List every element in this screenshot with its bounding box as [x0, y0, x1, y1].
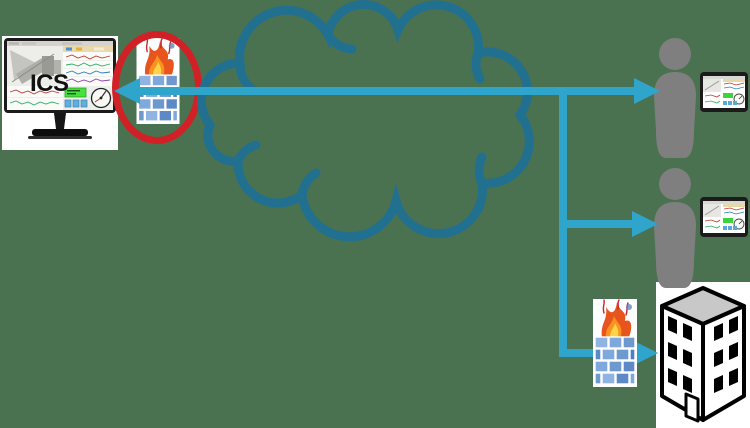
remote-user-1: [650, 36, 702, 158]
cloud-outline-icon: [196, 0, 534, 242]
hmi-tablet-icon: [700, 197, 748, 237]
ics-workstation: ICS: [2, 36, 118, 150]
link-lines: [114, 78, 660, 366]
person-silhouette-icon: [654, 168, 696, 288]
corporate-firewall: [593, 299, 637, 387]
corporate-building: [656, 282, 750, 428]
ics-label: ICS: [30, 70, 69, 97]
firewall-brick-wall-flame-icon: [593, 299, 637, 387]
hmi-tablet-icon: [700, 72, 748, 112]
person-silhouette-icon: [654, 38, 696, 158]
remote-user-2: [650, 166, 702, 288]
red-ellipse-highlight: [112, 31, 202, 144]
remote-user-1-device: [700, 72, 748, 112]
remote-user-2-device: [700, 197, 748, 237]
hmi-workstation-monitor-icon: [2, 36, 118, 150]
office-building-icon: [656, 282, 750, 428]
